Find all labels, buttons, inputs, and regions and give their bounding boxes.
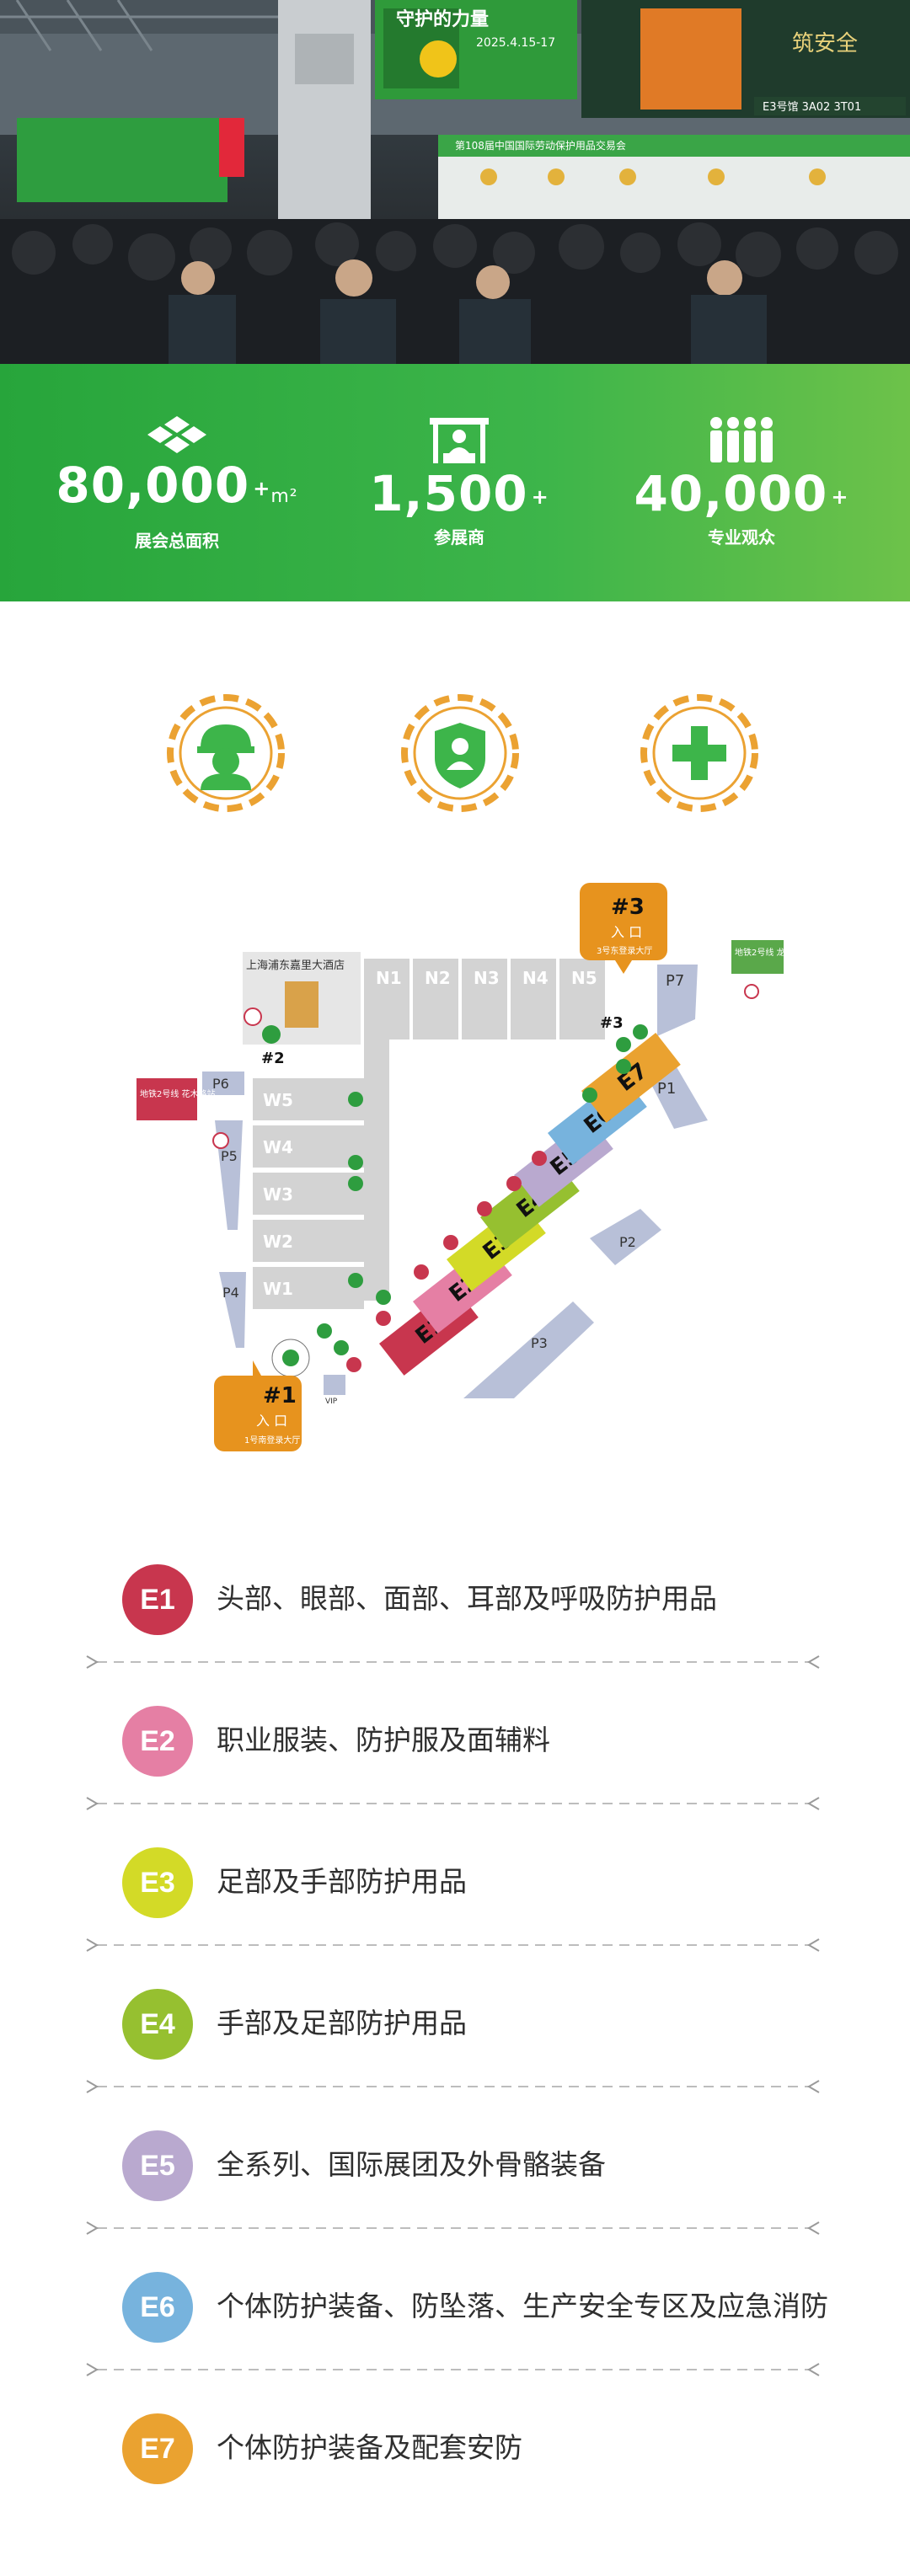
hall-N4: N4 xyxy=(522,968,549,988)
parking-P6: P6 xyxy=(212,1076,229,1092)
gate-2-marker: #2 xyxy=(261,1050,285,1067)
legend-item-E6: E6 个体防护装备、防坠落、生产安全专区及应急消防 xyxy=(122,2253,828,2354)
hall-W2: W2 xyxy=(263,1232,293,1252)
metro-left-sign xyxy=(136,1078,197,1120)
gate-3-number: #3 xyxy=(611,895,645,920)
legend-text-E1: 头部、眼部、面部、耳部及呼吸防护用品 xyxy=(217,1582,717,1615)
legend-text-E6: 个体防护装备、防坠落、生产安全专区及应急消防 xyxy=(217,2290,828,2322)
gate-3-label: 入 口 xyxy=(611,924,642,940)
metro-right-icon xyxy=(744,984,759,999)
visitors-group-icon xyxy=(710,417,773,462)
stat-exhibitors-value: 1,500 xyxy=(369,465,528,522)
hall-W5: W5 xyxy=(263,1090,293,1110)
floor-tiles-icon xyxy=(147,416,206,453)
legend-text-E3: 足部及手部防护用品 xyxy=(217,1865,467,1898)
gate-1-badge: #1 入 口 1号南登录大厅 xyxy=(214,1360,302,1451)
parking-P3: P3 xyxy=(531,1335,548,1351)
hall-N1: N1 xyxy=(376,968,402,988)
hall-N5: N5 xyxy=(571,968,597,988)
exhibitor-booth-icon xyxy=(430,418,489,463)
north-halls: N1 N2 N3 N4 N5 xyxy=(364,959,605,1039)
hall-W3: W3 xyxy=(263,1184,293,1205)
hall-W1: W1 xyxy=(263,1279,293,1299)
hero-photo: 守护的力量 2025.4.15-17 第108届中国国际劳动保护用品交易会 E3… xyxy=(0,0,910,364)
metro-left-label: 地铁2号线 花木路站 xyxy=(140,1088,216,1099)
hotel-label: 上海浦东嘉里大酒店 xyxy=(246,959,345,972)
legend-item-E1: E1 头部、眼部、面部、耳部及呼吸防护用品 xyxy=(122,1546,813,1647)
legend-badge-E7: E7 xyxy=(122,2413,193,2484)
legend-item-E7: E7 个体防护装备及配套安防 xyxy=(122,2395,813,2496)
stat-exhibitors-label: 参展商 xyxy=(434,527,484,548)
stat-area-value: 80,000 xyxy=(56,457,250,514)
stat-visitors-plus: + xyxy=(831,485,849,509)
west-halls: W5 W4 W3 W2 W1 xyxy=(253,1039,389,1309)
parking-P1: P1 xyxy=(657,1080,676,1098)
stat-visitors-label: 专业观众 xyxy=(708,527,775,548)
gate-1-label: 入 口 xyxy=(256,1413,287,1429)
gate-3-sub: 3号东登录大厅 xyxy=(597,945,652,956)
stat-area-plus: + xyxy=(253,477,271,500)
exhibition-crowd-illustration: 守护的力量 2025.4.15-17 第108届中国国际劳动保护用品交易会 E3… xyxy=(0,0,910,364)
hall-W4: W4 xyxy=(263,1137,293,1157)
stat-exhibitors-plus: + xyxy=(531,485,549,509)
parking-P4: P4 xyxy=(222,1285,239,1301)
category-badges xyxy=(0,681,910,824)
metro-right-label: 地铁2号线 龙阳路站 xyxy=(735,947,811,958)
stat-area-label: 展会总面积 xyxy=(135,531,219,551)
gate-3-badge: #3 入 口 3号东登录大厅 xyxy=(580,883,667,974)
medical-cross-icon xyxy=(644,697,755,809)
legend-item-E4: E4 手部及足部防护用品 xyxy=(122,1970,813,2071)
parking-P2: P2 xyxy=(619,1234,636,1250)
east-halls: E1 E2 E3 E4 E5 E6 xyxy=(379,1033,681,1376)
parking-P7: P7 xyxy=(666,972,684,990)
banner-date: 2025.4.15-17 xyxy=(476,36,555,50)
worker-helmet-icon xyxy=(170,697,281,809)
legend-text-E7: 个体防护装备及配套安防 xyxy=(217,2431,522,2464)
gate-3-marker: #3 xyxy=(600,1014,624,1032)
vip-parking xyxy=(324,1375,345,1395)
gate-1-number: #1 xyxy=(263,1383,297,1408)
legend-badge-E2: E2 xyxy=(122,1706,193,1777)
hall-N2: N2 xyxy=(425,968,451,988)
banner-title: 守护的力量 xyxy=(396,8,489,30)
metro-right-sign xyxy=(731,940,784,974)
gate-1-sub: 1号南登录大厅 xyxy=(244,1435,300,1446)
parking-P5: P5 xyxy=(221,1148,238,1164)
booth-banner-title: 第108届中国国际劳动保护用品交易会 xyxy=(455,139,626,152)
metro-left-icon xyxy=(212,1132,229,1149)
legend-badge-E6: E6 xyxy=(122,2272,193,2343)
stat-visitors: 40,000+ 专业观众 xyxy=(615,414,868,548)
legend-text-E2: 职业服装、防护服及面辅料 xyxy=(217,1724,550,1756)
legend-item-E2: E2 职业服装、防护服及面辅料 xyxy=(122,1687,813,1788)
legend-item-E3: E3 足部及手部防护用品 xyxy=(122,1829,813,1930)
booth-number: E3号馆 3A02 3T01 xyxy=(763,101,861,114)
hotel-building-icon xyxy=(285,981,318,1028)
venue-map: 上海浦东嘉里大酒店 N1 N2 N3 N4 N5 W5 W4 W3 xyxy=(0,876,910,1483)
legend-text-E5: 全系列、国际展团及外骨骼装备 xyxy=(217,2148,606,2181)
vip-label: VIP xyxy=(325,1398,338,1406)
facility-icons xyxy=(262,1024,648,1377)
stat-area-unit: m² xyxy=(270,486,298,507)
stat-area: 80,000+m² 展会总面积 xyxy=(51,414,303,552)
legend-item-E5: E5 全系列、国际展团及外骨骼装备 xyxy=(122,2112,813,2213)
shield-person-icon xyxy=(404,697,516,809)
stats-band: 80,000+m² 展会总面积 1,500+ 参展商 40,000+ 专业观众 xyxy=(0,364,910,601)
legend-badge-E1: E1 xyxy=(122,1564,193,1635)
legend-text-E4: 手部及足部防护用品 xyxy=(217,2007,467,2039)
poster-calligraphy: 筑安全 xyxy=(792,31,858,56)
stat-visitors-value: 40,000 xyxy=(634,465,828,522)
metro-hotel-icon xyxy=(244,1007,262,1026)
legend-badge-E3: E3 xyxy=(122,1847,193,1918)
stat-exhibitors: 1,500+ 参展商 xyxy=(333,414,586,548)
legend-badge-E5: E5 xyxy=(122,2130,193,2201)
legend-badge-E4: E4 xyxy=(122,1989,193,2060)
hall-N3: N3 xyxy=(474,968,500,988)
